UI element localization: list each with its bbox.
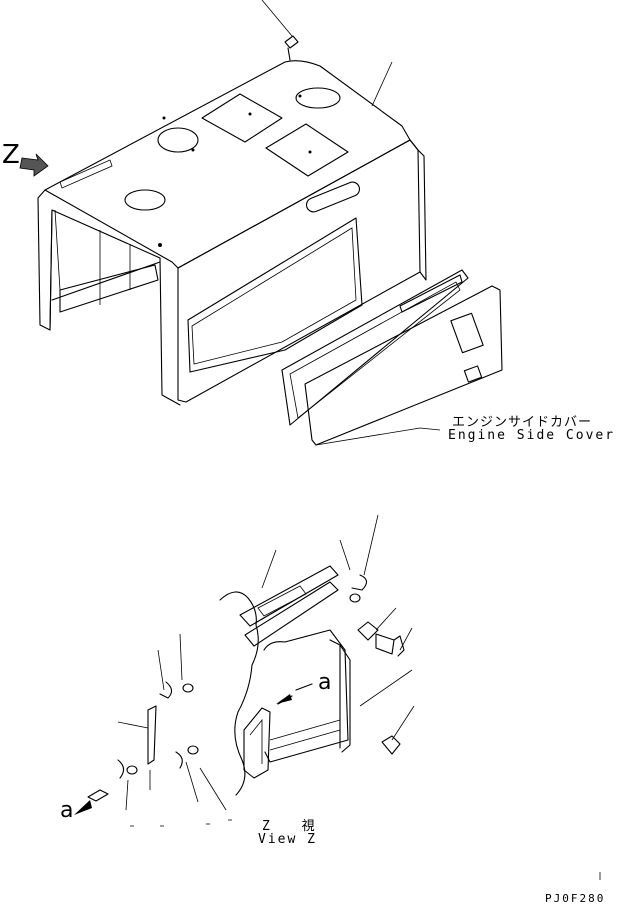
engine-hood [37,60,427,406]
detail-marker-a-lower: a [60,798,74,823]
view-z-detail [74,514,415,827]
drawing-code: PJ0F280 [545,892,606,905]
hood-bolt [261,0,299,61]
engine-side-cover [281,269,503,446]
hood-leader-line [371,61,393,107]
view-z-label-en: View Z [258,832,317,847]
engine-side-cover-label-en: Engine Side Cover [448,428,616,443]
detail-marker-a: a [318,670,332,695]
view-letter: Z [2,140,20,170]
view-z-arrow [19,153,49,177]
view-z-label-jp: Z 視 [262,819,327,834]
engine-side-cover-label-jp: エンジンサイドカバー [452,415,593,430]
